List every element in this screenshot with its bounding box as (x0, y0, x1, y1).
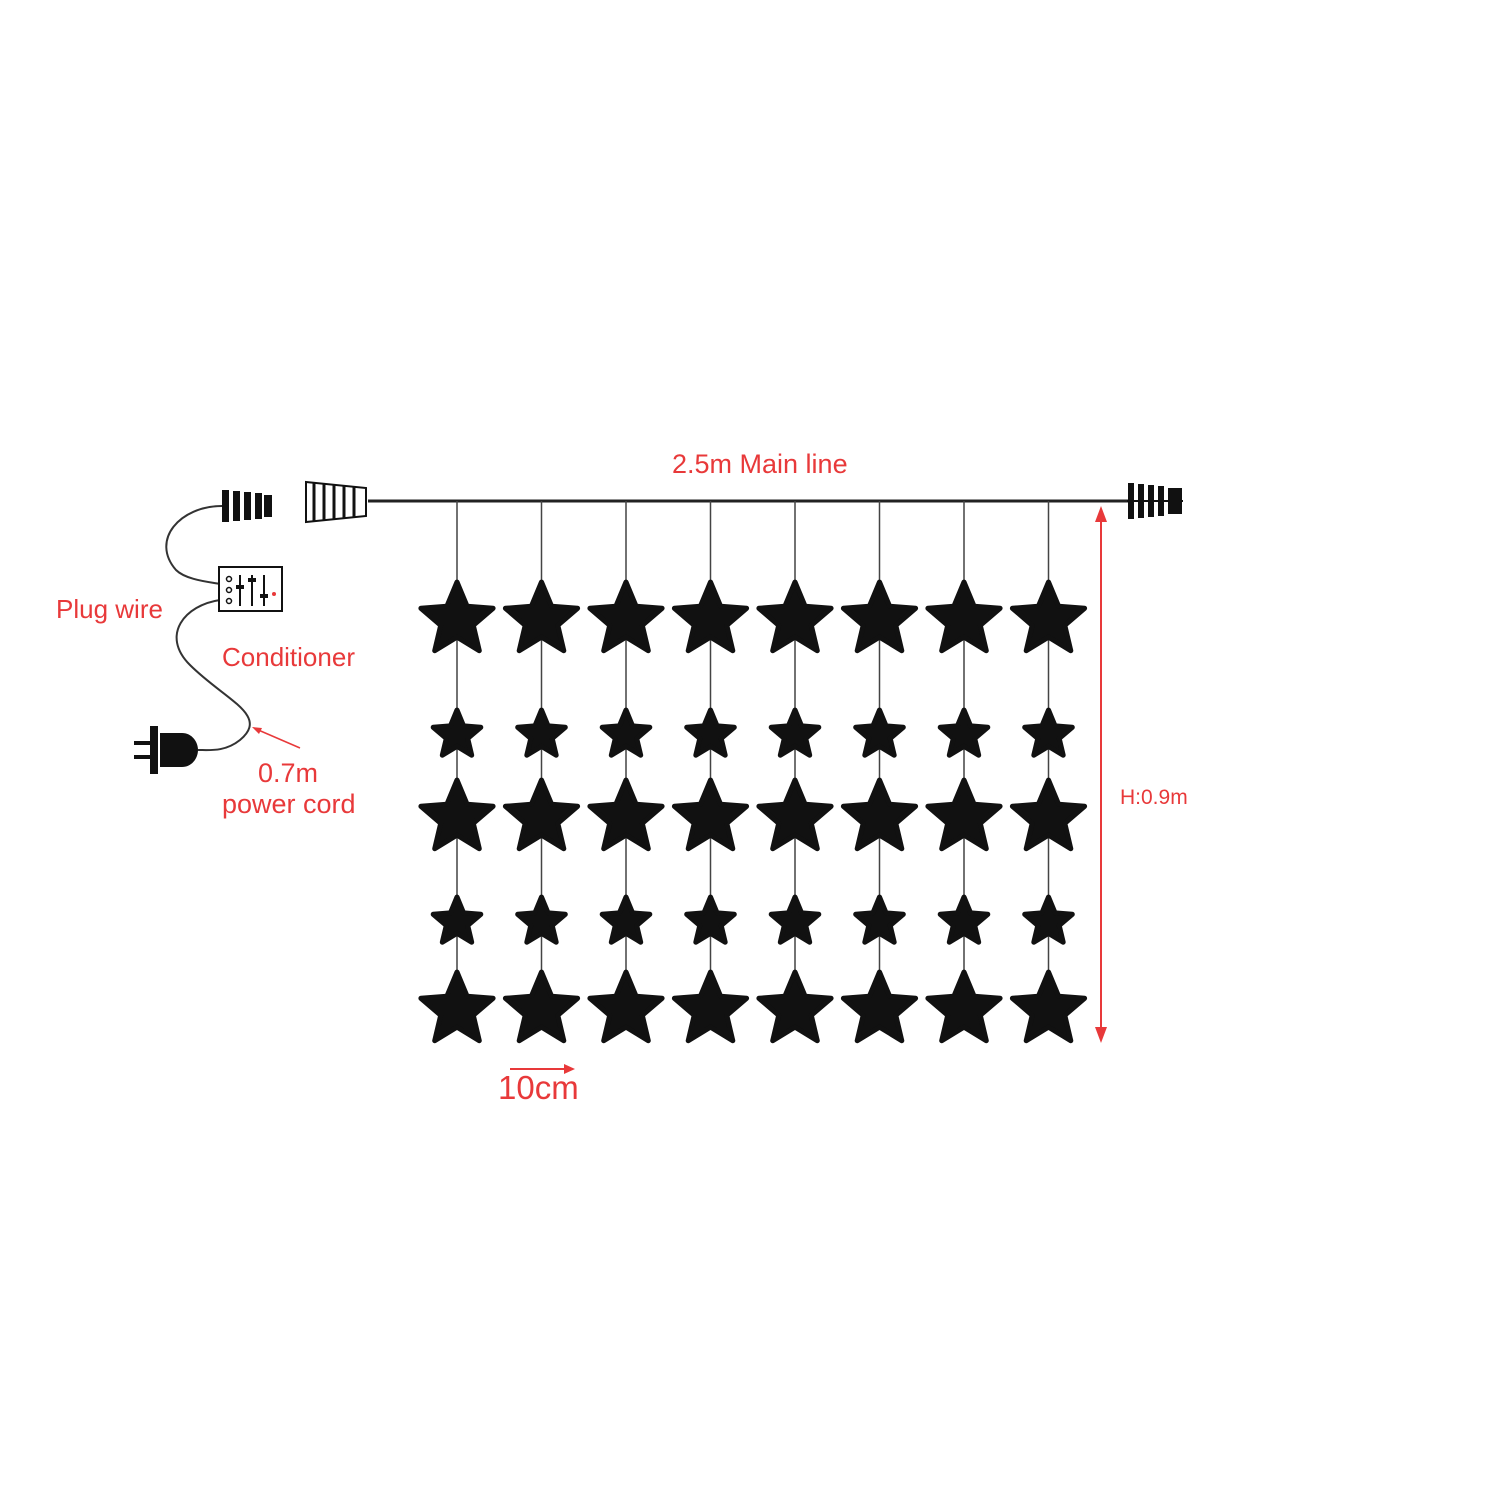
star-strands (418, 501, 1088, 1044)
star-icon (756, 777, 834, 852)
star-icon (925, 777, 1003, 852)
star-icon (840, 579, 919, 654)
plug-wire-label: Plug wire (56, 594, 163, 624)
controller-icon (218, 566, 283, 612)
conditioner-label: Conditioner (222, 642, 355, 672)
star-icon (671, 969, 750, 1044)
power-cord-length-label: 0.7m (258, 758, 319, 788)
star-icon (418, 969, 496, 1044)
star-icon (599, 894, 653, 945)
star-icon (840, 969, 919, 1044)
star-icon (587, 777, 665, 852)
star-icon (768, 707, 822, 758)
power-cord-label: power cord (222, 789, 356, 819)
star-icon (502, 579, 581, 654)
star-icon (1009, 579, 1088, 654)
star-icon (1009, 969, 1088, 1044)
star-icon (671, 777, 750, 852)
star-icon (1022, 707, 1075, 758)
star-icon (502, 777, 581, 852)
height-label: H:0.9m (1120, 786, 1188, 809)
star-icon (684, 707, 737, 758)
star-icon (502, 969, 581, 1044)
left-connector-icon (305, 480, 367, 524)
spacing-label: 10cm (498, 1069, 579, 1106)
power-cord-pointer (252, 727, 301, 749)
star-icon (756, 579, 834, 654)
star-icon (853, 894, 906, 945)
power-plug-icon (134, 726, 198, 774)
star-icon (853, 707, 906, 758)
star-icon (671, 579, 750, 654)
star-icon (1009, 777, 1088, 852)
star-icon (599, 707, 653, 758)
star-icon (937, 707, 991, 758)
star-icon (925, 579, 1003, 654)
main-line-label: 2.5m Main line (672, 449, 848, 479)
power-cord-cable (175, 599, 251, 752)
star-icon (684, 894, 737, 945)
star-icon (756, 969, 834, 1044)
plug-wire-connector-icon (222, 490, 272, 522)
star-icon (840, 777, 919, 852)
end-connector-icon (1127, 483, 1183, 519)
star-icon (418, 777, 496, 852)
star-icon (925, 969, 1003, 1044)
star-icon (937, 894, 991, 945)
star-icon (430, 894, 484, 945)
star-icon (768, 894, 822, 945)
star-icon (587, 969, 665, 1044)
height-dimension-arrow (1095, 506, 1107, 1043)
star-icon (587, 579, 665, 654)
star-icon (515, 894, 568, 945)
star-icon (418, 579, 496, 654)
spacing-arrow (510, 1064, 575, 1074)
star-icon (515, 707, 568, 758)
star-icon (430, 707, 484, 758)
star-icon (1022, 894, 1075, 945)
plug-wire-cable (165, 505, 223, 585)
